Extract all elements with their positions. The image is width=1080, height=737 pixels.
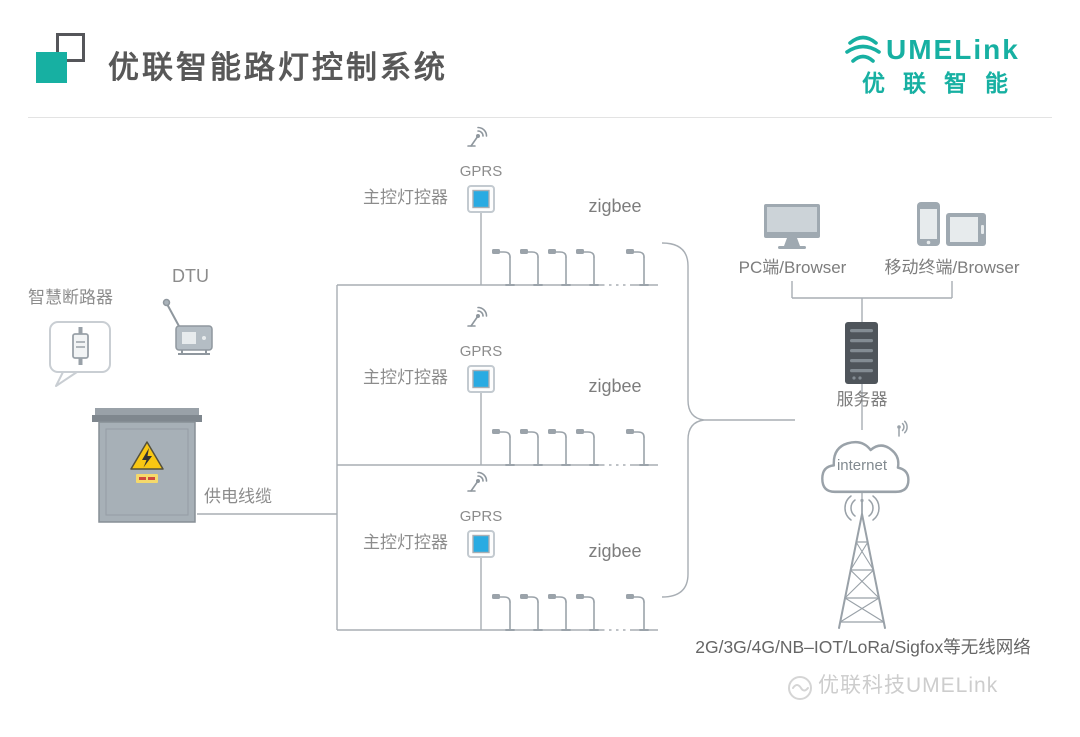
circuit-breaker-icon	[72, 327, 89, 365]
pc-icon	[764, 204, 820, 249]
umelink-logo-icon	[845, 35, 881, 63]
controller-label: 主控灯控器	[363, 188, 448, 207]
brand-subtitle: 优联智能	[862, 70, 1026, 96]
cable-label: 供电线缆	[204, 487, 272, 506]
watermark-logo-icon	[788, 676, 812, 700]
server-label: 服务器	[836, 390, 888, 409]
gprs-label: GPRS	[459, 508, 503, 525]
phone-icon	[917, 202, 940, 246]
power-cabinet-icon	[92, 408, 202, 523]
tablet-icon	[946, 213, 986, 246]
dtu-label: DTU	[172, 266, 209, 286]
brace-connector	[661, 242, 795, 598]
gprs-label: GPRS	[459, 343, 503, 360]
zigbee-label: zigbee	[588, 196, 642, 216]
page-title: 优联智能路灯控制系统	[108, 50, 448, 85]
watermark-text: 优联科技UMELink	[818, 674, 999, 697]
cloud-icon	[821, 440, 910, 494]
logo-square-outline-icon	[56, 33, 85, 62]
wireless-network-label: 2G/3G/4G/NB–IOT/LoRa/Sigfox等无线网络	[695, 637, 1031, 657]
server-icon	[845, 322, 878, 384]
radio-tower-icon	[838, 495, 886, 629]
internet-label: internet	[836, 457, 888, 474]
pc-label: PC端/Browser	[738, 258, 847, 277]
controller-label: 主控灯控器	[363, 368, 448, 387]
client-merge-lines	[791, 281, 953, 514]
gprs-label: GPRS	[459, 163, 503, 180]
mobile-label: 移动终端/Browser	[884, 258, 1020, 277]
power-cable-lines	[197, 285, 338, 630]
header-divider	[28, 117, 1052, 118]
tower-signal-arcs	[844, 495, 880, 521]
controller-label: 主控灯控器	[363, 533, 448, 552]
breaker-bubble-icon	[49, 321, 111, 387]
zigbee-label: zigbee	[588, 541, 642, 561]
dtu-icon	[162, 298, 213, 355]
logo-square-teal-icon	[36, 52, 67, 83]
zigbee-label: zigbee	[588, 376, 642, 396]
breaker-label: 智慧断路器	[28, 288, 113, 307]
brand-name: UMELink	[886, 34, 1020, 65]
warning-sign-icon	[130, 441, 164, 483]
cloud-signal-icon	[897, 420, 908, 437]
